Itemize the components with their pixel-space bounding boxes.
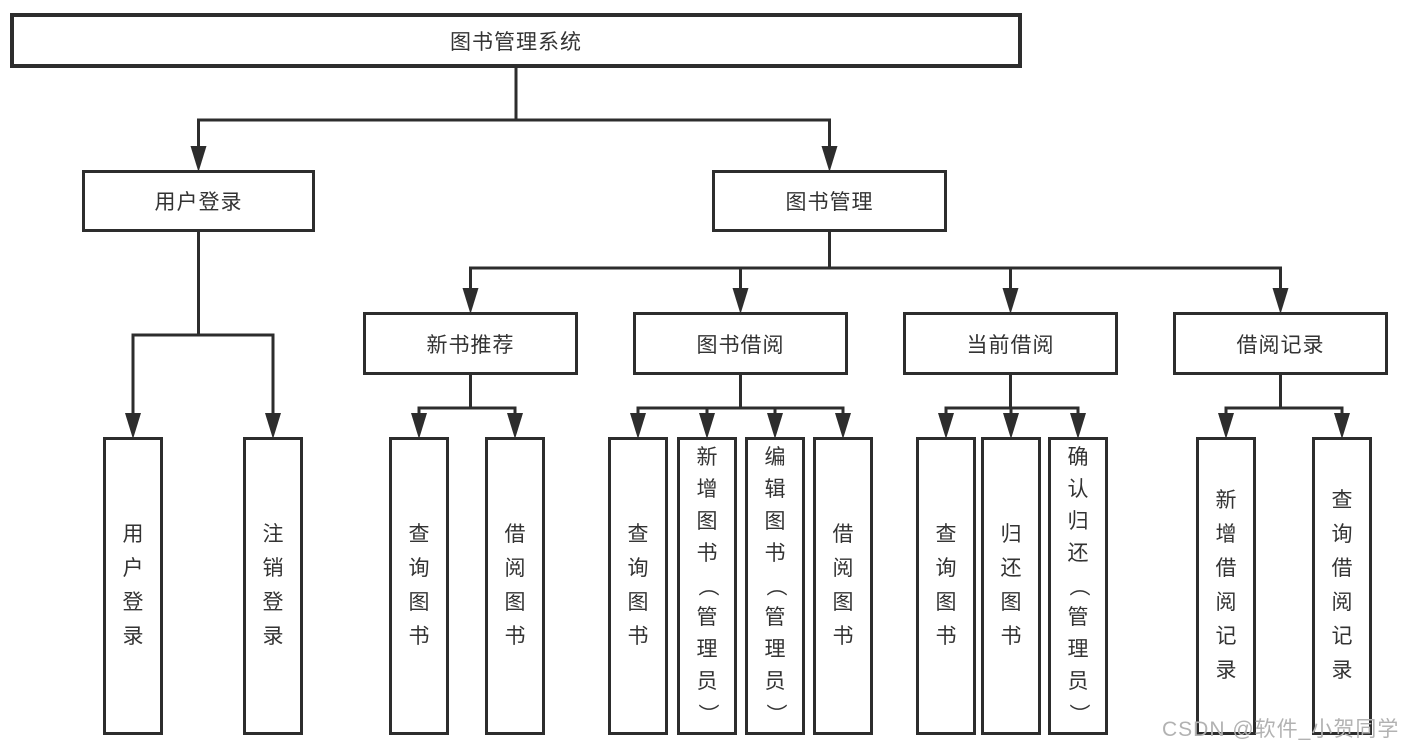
csdn-watermark: CSDN @软件_小贺同学	[1162, 718, 1400, 741]
node-label: 新书推荐	[426, 333, 515, 357]
node-user-login: 用户登录	[82, 170, 315, 232]
node-book-mgmt: 图书管理	[712, 170, 947, 232]
node-label: 用户登录	[122, 523, 144, 648]
node-leaf-bb-edit: 编辑图书（管理员）	[745, 437, 805, 735]
node-leaf-bb-query: 查询图书	[608, 437, 668, 735]
node-leaf-bb-borrow: 借阅图书	[813, 437, 873, 735]
node-label: 图书管理	[785, 191, 874, 214]
node-label: 图书管理系统	[450, 30, 582, 54]
node-new-book-rec: 新书推荐	[363, 312, 578, 375]
node-leaf-nbr-query: 查询图书	[389, 437, 449, 735]
node-label: 新增借阅记录	[1215, 489, 1237, 682]
node-label: 确认归还（管理员）	[1067, 446, 1090, 725]
node-leaf-user-login: 用户登录	[103, 437, 163, 735]
node-label: 借阅图书	[832, 523, 854, 648]
node-label: 查询图书	[627, 523, 649, 648]
node-label: 归还图书	[1000, 523, 1022, 648]
node-leaf-bb-add: 新增图书（管理员）	[677, 437, 737, 735]
node-leaf-cb-return: 归还图书	[981, 437, 1041, 735]
node-label: 用户登录	[154, 191, 243, 214]
node-leaf-cb-query: 查询图书	[916, 437, 976, 735]
node-leaf-br-query: 查询借阅记录	[1312, 437, 1372, 735]
node-label: 图书借阅	[696, 333, 785, 357]
node-leaf-logout: 注销登录	[243, 437, 303, 735]
node-leaf-cb-confirm: 确认归还（管理员）	[1048, 437, 1108, 735]
node-label: 查询图书	[935, 523, 957, 648]
node-label: 编辑图书（管理员）	[764, 446, 787, 725]
node-label: 查询借阅记录	[1331, 489, 1353, 682]
node-root: 图书管理系统	[10, 13, 1022, 68]
node-label: 借阅图书	[504, 523, 526, 648]
node-leaf-br-add: 新增借阅记录	[1196, 437, 1256, 735]
node-label: 当前借阅	[966, 333, 1055, 357]
node-label: 新增图书（管理员）	[696, 446, 719, 725]
node-current-borrow: 当前借阅	[903, 312, 1118, 375]
node-label: 注销登录	[262, 523, 284, 648]
node-leaf-nbr-borrow: 借阅图书	[485, 437, 545, 735]
node-book-borrow: 图书借阅	[633, 312, 848, 375]
node-borrow-records: 借阅记录	[1173, 312, 1388, 375]
node-label: 借阅记录	[1236, 333, 1325, 357]
node-label: 查询图书	[408, 523, 430, 648]
